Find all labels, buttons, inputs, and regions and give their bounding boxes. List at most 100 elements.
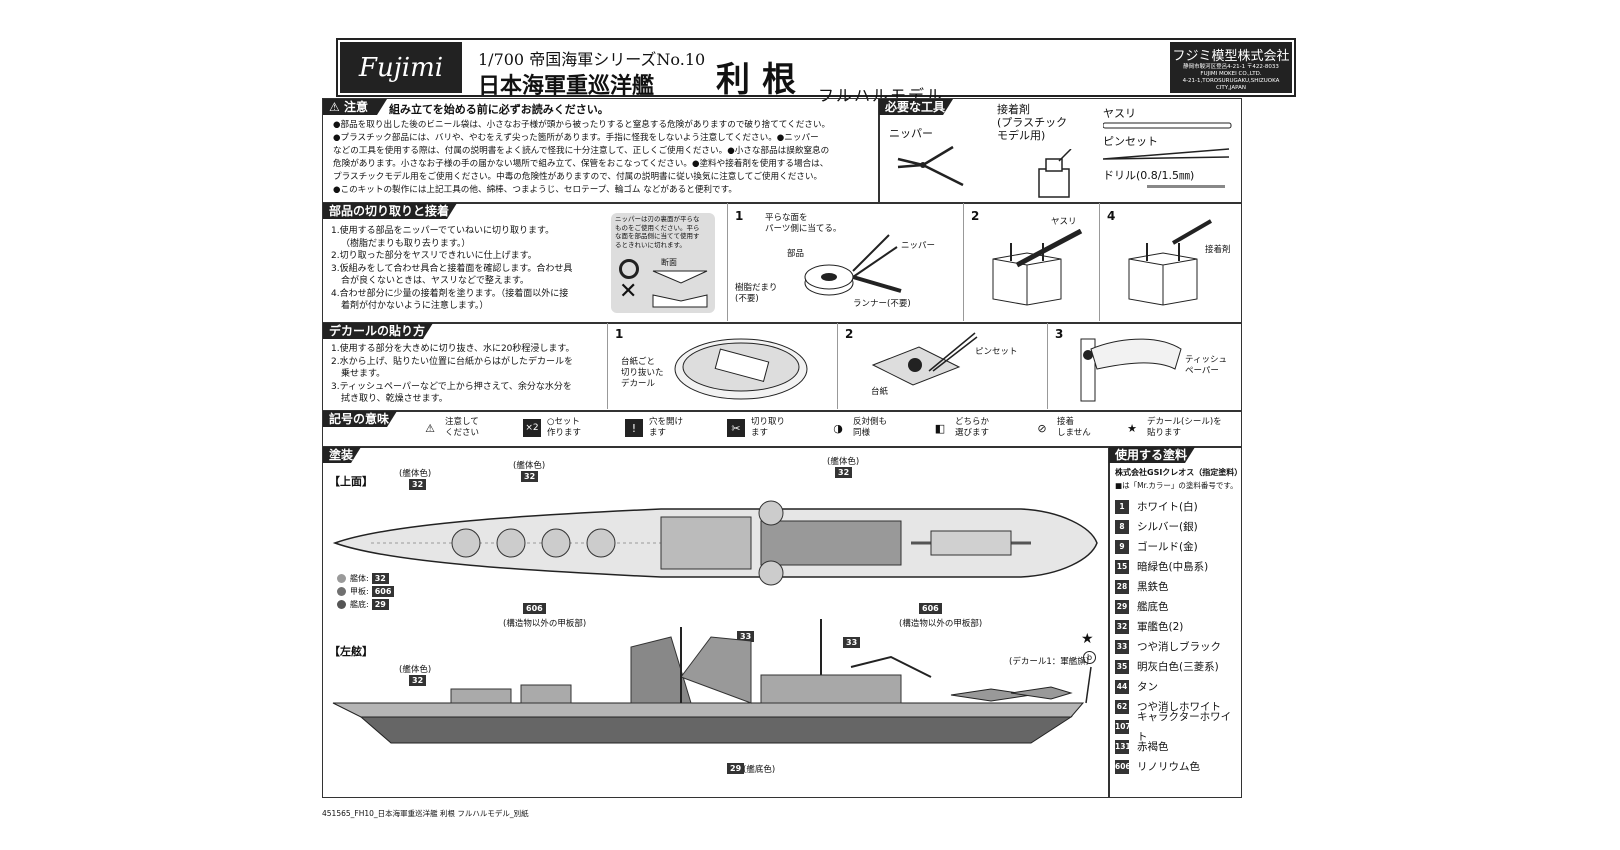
legend-code: 606 bbox=[371, 586, 395, 597]
color-legend: 艦体:32 甲板:606 艦底:29 bbox=[337, 573, 401, 610]
instruction-sheet: Fujimi 1/700 帝国海軍シリーズNo.10 日本海軍重巡洋艦 利根 フ… bbox=[312, 20, 1298, 828]
bottom-color-label: (艦底色) bbox=[743, 765, 776, 775]
paint-code-badge: 44 bbox=[1115, 680, 1129, 694]
decal-steps: 1.使用する部分を大きめに切り抜き、水に20秒程浸します。 2.水から上げ、貼り… bbox=[331, 343, 601, 406]
cutting-line: （樹脂だまりも取り去ります。） bbox=[341, 238, 471, 249]
cut-icon: ✂ bbox=[727, 419, 745, 437]
hull-color-label: (艦体色) bbox=[399, 665, 432, 675]
side-view-label: 【左舷】 bbox=[329, 645, 373, 658]
tool-tweezers-label: ピンセット bbox=[1103, 135, 1158, 148]
paint-name: キャラクターホワイト bbox=[1137, 711, 1232, 743]
hull-color-label: (艦体色) bbox=[513, 461, 546, 471]
glue-step-illustration bbox=[1128, 219, 1213, 306]
caption-line: パーツ側に当てる。 bbox=[765, 224, 842, 234]
series-label: 1/700 帝国海軍シリーズNo.10 bbox=[478, 50, 706, 69]
symbol-text: 作ります bbox=[547, 428, 582, 438]
paint-name: 黒鉄色 bbox=[1137, 581, 1169, 593]
decal-line: 乗せます。 bbox=[341, 369, 386, 379]
caption-line: デカール bbox=[621, 379, 656, 389]
tissue-press-illustration bbox=[1080, 338, 1182, 402]
cutting-line: 合が良くないときは、ヤスリなどで整えます。 bbox=[341, 276, 529, 286]
tweezers-icon bbox=[1103, 148, 1230, 160]
symbol-no-glue: ⊘接着しません bbox=[1033, 417, 1090, 439]
caution-title: ⚠ 注意 bbox=[323, 99, 387, 115]
legend-row: 艦底:29 bbox=[337, 599, 401, 610]
divider bbox=[837, 323, 838, 409]
file-callout: ヤスリ bbox=[1051, 217, 1077, 227]
paint-code-badge: 9 bbox=[1115, 540, 1129, 554]
symbol-text: ます bbox=[649, 428, 667, 438]
decal-box: デカールの貼り方 1.使用する部分を大きめに切り抜き、水に20秒程浸します。 2… bbox=[322, 322, 1242, 412]
code-badge: 32 bbox=[409, 675, 427, 686]
caution-line: 危険があります。小さなお子様の手の届かない場所で組み立て、保管をおこなってくださ… bbox=[333, 159, 829, 169]
symbols-box: 記号の意味 ⚠注意してください ×2○セット作ります !穴を開けます ✂切り取り… bbox=[322, 410, 1242, 448]
legend-name: 艦体 bbox=[350, 574, 366, 583]
choose-icon: ◧ bbox=[934, 421, 946, 435]
legend-code: 29 bbox=[371, 599, 389, 610]
symbol-decal: ★デカール(シール)を貼ります bbox=[1123, 417, 1222, 439]
caution-line: ●このキットの製作には上記工具の他、綿棒、つまようじ、セロテープ、輪ゴム などが… bbox=[333, 185, 737, 195]
top-view-label: 【上面】 bbox=[329, 475, 373, 488]
star-decal-icon: ★ bbox=[1127, 421, 1137, 435]
cutting-title: 部品の切り取りと接着 bbox=[323, 203, 457, 219]
ship-top-view bbox=[332, 500, 1098, 586]
painting-title: 塗装 bbox=[323, 447, 361, 463]
paint-note: ■は「Mr.カラー」の塗料番号です。 bbox=[1115, 481, 1238, 490]
paint-code-badge: 107 bbox=[1115, 720, 1131, 734]
decal-step-1-caption: 台紙ごと切り抜いたデカール bbox=[621, 357, 664, 390]
paint-name: タン bbox=[1137, 681, 1158, 693]
symbol-set: ×2○セット作ります bbox=[523, 417, 581, 439]
symbol-text: ます bbox=[751, 428, 769, 438]
paint-code-badge: 28 bbox=[1115, 580, 1129, 594]
cut-step-1-caption: 平らな面をパーツ側に当てる。 bbox=[765, 213, 841, 235]
callout-line: ティッシュ bbox=[1185, 355, 1227, 365]
glue-callout: 接着剤 bbox=[1205, 245, 1231, 255]
callout-line: 樹脂だまり bbox=[735, 283, 778, 293]
cut-step-4-number: 4 bbox=[1107, 209, 1116, 223]
hull-color-label: (艦体色) bbox=[827, 457, 860, 467]
symbol-drill: !穴を開けます bbox=[625, 417, 683, 439]
symbol-text: ○セット bbox=[547, 417, 580, 427]
symbol-text: 反対側も bbox=[853, 417, 888, 427]
paint-name: ゴールド(金) bbox=[1137, 541, 1198, 553]
note-line: ものをご使用ください。平ら bbox=[615, 223, 700, 232]
footer-code: 451565_FH10_日本海軍重巡洋艦 利根 フルハルモデル_別紙 bbox=[322, 809, 529, 818]
code-badge: 29 bbox=[727, 763, 745, 774]
paint-name: 艦底色 bbox=[1137, 601, 1169, 613]
decal-line: 1.使用する部分を大きめに切り抜き、水に20秒程浸します。 bbox=[331, 344, 575, 354]
paint-code-badge: 32 bbox=[1115, 620, 1129, 634]
wrong-cross-icon: ✕ bbox=[619, 279, 638, 304]
resin-callout: 樹脂だまり(不要) bbox=[735, 283, 777, 305]
water-dish-illustration bbox=[674, 338, 808, 400]
paint-name: リノリウム色 bbox=[1137, 761, 1200, 773]
symbols-title: 記号の意味 bbox=[323, 411, 397, 427]
warning-icon: ⚠ bbox=[329, 100, 344, 114]
paint-code-badge: 131 bbox=[1115, 740, 1131, 754]
painting-box: 塗装 【上面】 (艦体色) 32 (艦体色) 32 (艦体色) 32 606 (… bbox=[322, 446, 1110, 798]
symbol-text: 貼ります bbox=[1147, 428, 1182, 438]
legend-code: 32 bbox=[371, 573, 389, 584]
nipper-note-panel: ニッパーは刃の裏面が平らな ものをご使用ください。平ら な面を部品側に当てて使用… bbox=[611, 213, 715, 313]
caution-line: ●プラスチック部品には、バリや、やむをえず尖った箇所があります。手指に怪我をしな… bbox=[333, 133, 819, 143]
header-bar: Fujimi 1/700 帝国海軍シリーズNo.10 日本海軍重巡洋艦 利根 フ… bbox=[336, 38, 1296, 105]
symbol-text: どちらか bbox=[955, 417, 990, 427]
paints-title: 使用する塗料 bbox=[1109, 447, 1195, 463]
paint-name: 赤褐色 bbox=[1137, 741, 1169, 753]
code-badge: 32 bbox=[835, 467, 853, 478]
tool-nipper-label: ニッパー bbox=[889, 127, 933, 140]
caution-line: ●部品を取り出した後のビニール袋は、小さなお子様が頭から被ったりすると窒息する危… bbox=[333, 120, 831, 130]
decal-title: デカールの貼り方 bbox=[323, 323, 433, 339]
cut-step-2-number: 2 bbox=[971, 209, 980, 223]
note-line: ニッパーは刃の裏面が平らな bbox=[615, 215, 700, 223]
nipper-note: ニッパーは刃の裏面が平らな ものをご使用ください。平ら な面を部品側に当てて使用… bbox=[615, 215, 700, 249]
mirror-icon: ◑ bbox=[833, 421, 843, 435]
divider bbox=[963, 203, 964, 321]
section-label: 断面 bbox=[661, 258, 677, 267]
cutting-line: 3.仮組みをして合わせ具合と接着面を確認します。合わせ具 bbox=[331, 263, 573, 274]
paint-item: 28 黒鉄色 bbox=[1115, 577, 1169, 597]
cutting-line: 2.切り取った部分をヤスリできれいに仕上げます。 bbox=[331, 251, 537, 261]
